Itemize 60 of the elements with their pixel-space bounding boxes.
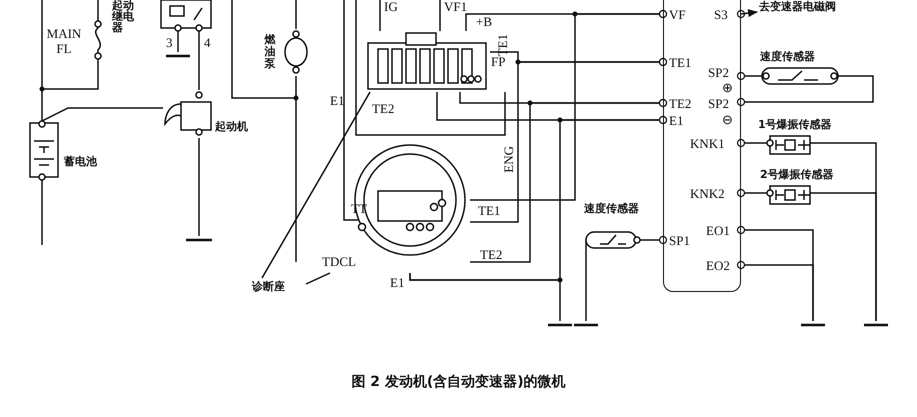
starter-label: 起动机 — [215, 120, 248, 133]
wire — [867, 192, 877, 321]
pin-label: KNK1 — [690, 137, 725, 150]
wire — [41, 62, 99, 121]
wire — [736, 72, 756, 80]
wire — [409, 273, 561, 321]
pin-label: E1 — [390, 276, 404, 289]
pin-label: VF1 — [444, 0, 468, 13]
fuse-label: MAIN FL — [46, 26, 82, 56]
pump-label: 燃油泵 — [264, 34, 276, 70]
pin-label: ENG — [502, 146, 515, 173]
sensor-label: 速度传感器 — [760, 50, 815, 63]
sensor-label: 1号爆振传感器 — [758, 118, 832, 131]
leader-line — [261, 92, 371, 278]
wire — [644, 236, 668, 244]
wire — [736, 138, 752, 148]
pin-label: ⊖ — [722, 113, 733, 126]
pin-label: SP2 — [708, 97, 729, 110]
pin-label: VF — [669, 8, 686, 21]
wire — [470, 58, 668, 223]
sensor-label: 速度传感器 — [584, 202, 639, 215]
pin-label: SP2 — [708, 66, 729, 79]
wire — [736, 188, 752, 198]
wire — [42, 107, 163, 122]
pin-label: SP1 — [669, 234, 690, 247]
wire — [198, 34, 200, 90]
pin-label: TE1 — [669, 56, 692, 69]
wire — [470, 98, 668, 263]
pin-label: 3 — [166, 36, 172, 49]
pin-label: FP — [491, 55, 506, 68]
pin-label: 4 — [204, 36, 210, 49]
wire — [177, 34, 179, 52]
wire — [470, 10, 668, 201]
pin-label: +B — [476, 15, 492, 28]
wire — [736, 75, 874, 106]
pin-label: S3 — [714, 8, 728, 21]
caption: 图 2 发动机(含自动变速器)的微机 — [350, 376, 567, 389]
pin-label: EO1 — [706, 224, 730, 237]
pin-label: TE2 — [480, 248, 502, 261]
pin-label: E1 — [669, 114, 684, 127]
pin-label: TE2 — [669, 97, 692, 110]
pin-label: TE1 — [478, 204, 500, 217]
note-text: 去变速器电磁阀 — [759, 0, 836, 13]
control-unit-outline — [663, 0, 741, 292]
wire — [198, 138, 200, 236]
leader-line — [306, 272, 330, 285]
pin-label: E1 — [330, 94, 344, 107]
pin-label: EO2 — [706, 259, 730, 272]
pin-label: KNK2 — [690, 187, 725, 200]
diagnostic-socket-label: 诊断座 — [252, 280, 285, 293]
pin-label: IG — [384, 0, 398, 13]
relay-label: 起动继电器 — [112, 0, 135, 33]
wire — [585, 252, 587, 321]
wire — [736, 260, 814, 321]
connector-label: TDCL — [322, 255, 356, 268]
battery-label: 蓄电池 — [64, 155, 97, 168]
sensor-label: 2号爆振传感器 — [760, 168, 834, 181]
pin-label: ⊕ — [722, 81, 733, 94]
pin-label: TE2 — [372, 102, 394, 115]
arrow — [740, 9, 758, 18]
